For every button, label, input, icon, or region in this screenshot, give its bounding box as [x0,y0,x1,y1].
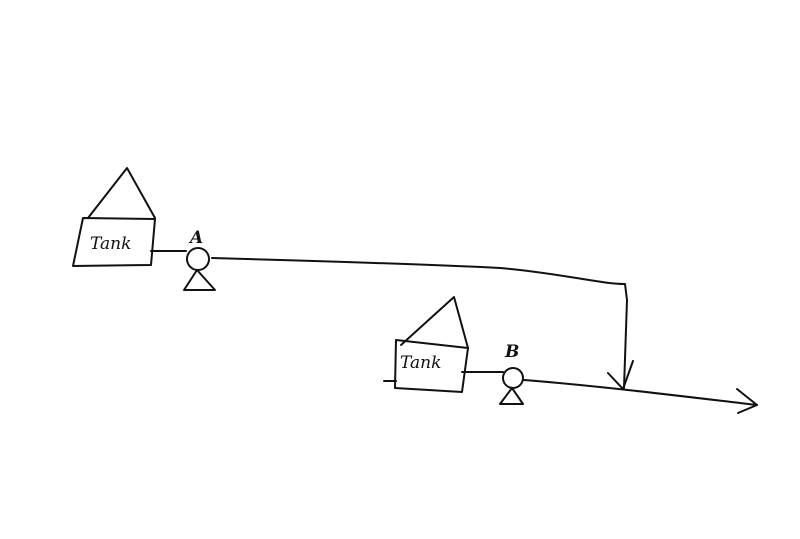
tank-right-label: Tank [400,353,441,373]
tank-left: Tank [72,167,156,267]
pump-b-base [499,387,524,405]
tank-left-roof [87,167,156,219]
pump-b: B [499,342,524,405]
pump-a-label: A [188,228,203,248]
pipe-main-outlet [523,379,758,406]
tank-left-body [72,217,156,267]
tank-right-roof [400,296,469,349]
pump-b-label: B [504,342,519,362]
tank-left-label: Tank [90,234,131,254]
pump-b-casing [502,367,524,389]
pipe-pump-a-discharge [211,257,628,389]
pump-a: A [183,228,216,291]
pump-a-casing [186,247,210,271]
arrow-down-icon [607,360,634,390]
tank-right-body [394,339,469,393]
tank-right: Tank [394,296,469,393]
pump-a-base [183,269,216,291]
arrow-right-icon [736,388,758,414]
